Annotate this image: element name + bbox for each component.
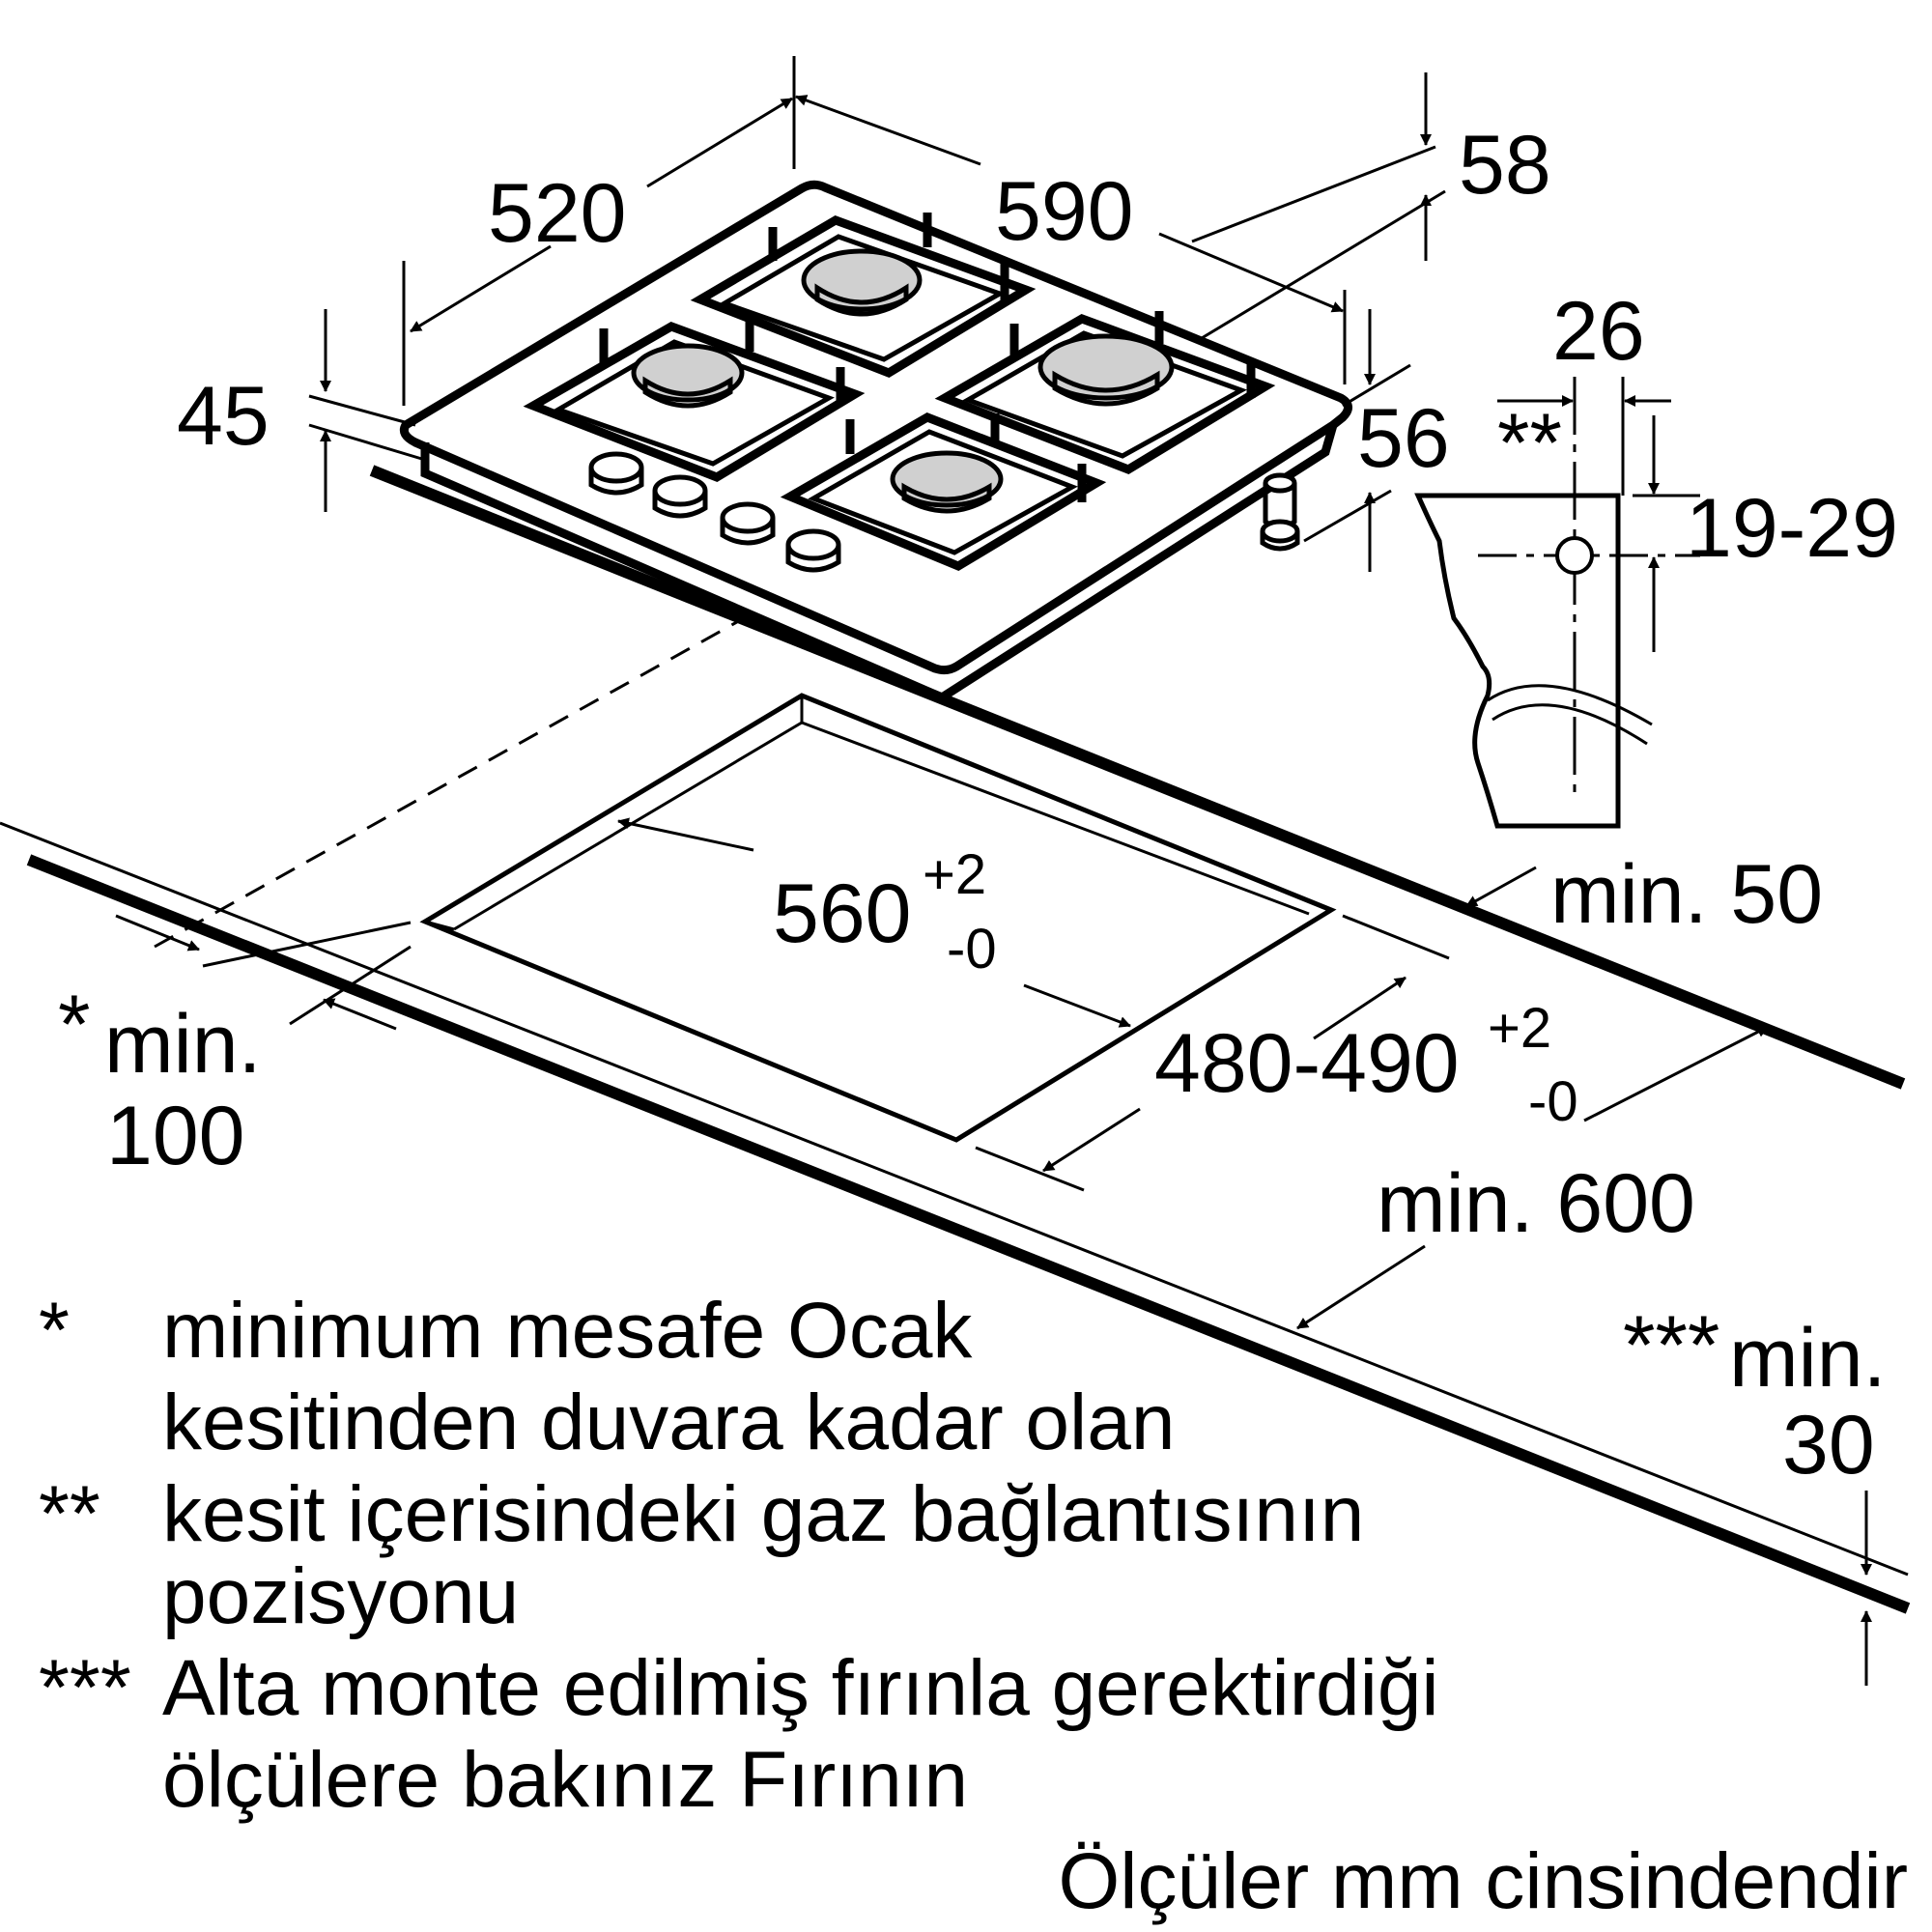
dim-connector-height: 19-29: [1686, 482, 1898, 575]
dim-height-front: 45: [177, 370, 270, 463]
burner-icon: [631, 343, 745, 409]
control-knob-icon: [720, 501, 776, 546]
note-marker-1: *: [39, 1287, 70, 1375]
dim-cutout-width-tol-plus: +2: [923, 843, 986, 906]
control-knob-icon: [588, 451, 644, 496]
burner-icon: [801, 248, 923, 317]
note-1-line-1: minimum mesafe Ocak: [162, 1287, 973, 1375]
burner-icon: [1037, 333, 1175, 407]
grate-back-left: [690, 213, 1037, 378]
dim-top-offset: 58: [1459, 119, 1551, 212]
units-note: Ölçüler mm cinsindendir: [1059, 1837, 1909, 1925]
dim-cutout-depth: 480-490: [1154, 1017, 1460, 1110]
gas-connector-icon: [1260, 472, 1300, 552]
burner-icon: [890, 450, 1004, 514]
dim-min-side-marker: *: [58, 979, 90, 1071]
dim-cutout-width: 560: [773, 867, 912, 960]
dim-min-back: min. 50: [1550, 848, 1823, 941]
dim-depth: 520: [488, 167, 627, 260]
note-3-line-1: Alta monte edilmiş fırınla gerektirdiği: [162, 1644, 1439, 1732]
note-2-line-1: kesit içerisindeki gaz bağlantısının: [162, 1470, 1364, 1558]
control-knob-icon: [652, 474, 708, 519]
dimension-lines: [115, 56, 1872, 1686]
note-3-line-2: ölçülere bakınız Fırının: [162, 1736, 968, 1824]
control-knob-icon: [785, 528, 841, 573]
dimension-labels: 520 590 58 45 56 26 ** 19-29 560 +2 -0 4…: [58, 119, 1898, 1492]
dim-height-side: 56: [1357, 392, 1450, 485]
dim-min-bottom-label: min.: [1729, 1312, 1886, 1405]
connector-profile-icon: [1414, 377, 1700, 829]
dim-width: 590: [995, 165, 1134, 258]
dim-cutout-depth-tol-minus: -0: [1528, 1070, 1578, 1133]
note-marker-3: ***: [39, 1644, 131, 1732]
dim-min-bottom-value: 30: [1782, 1399, 1875, 1492]
worktop-icon: [0, 465, 1911, 1614]
gas-hob-icon: [399, 180, 1352, 703]
dim-min-bottom-marker: ***: [1623, 1299, 1719, 1392]
dim-connector-marker: **: [1497, 397, 1562, 490]
dim-min-side-value: 100: [106, 1090, 245, 1182]
dim-cutout-width-tol-minus: -0: [947, 918, 997, 980]
note-marker-2: **: [39, 1470, 100, 1558]
dim-min-front: min. 600: [1377, 1157, 1695, 1250]
grate-front-right: [780, 412, 1107, 572]
dim-connector-offset: 26: [1552, 285, 1645, 378]
note-2-line-2: pozisyonu: [162, 1552, 519, 1640]
cutout-icon: [419, 693, 1337, 1143]
note-1-line-2: kesitinden duvara kadar olan: [162, 1378, 1175, 1466]
dim-cutout-depth-tol-plus: +2: [1488, 997, 1551, 1060]
dim-min-side-label: min.: [104, 998, 261, 1091]
footnotes: * minimum mesafe Ocak kesitinden duvara …: [39, 1287, 1908, 1925]
